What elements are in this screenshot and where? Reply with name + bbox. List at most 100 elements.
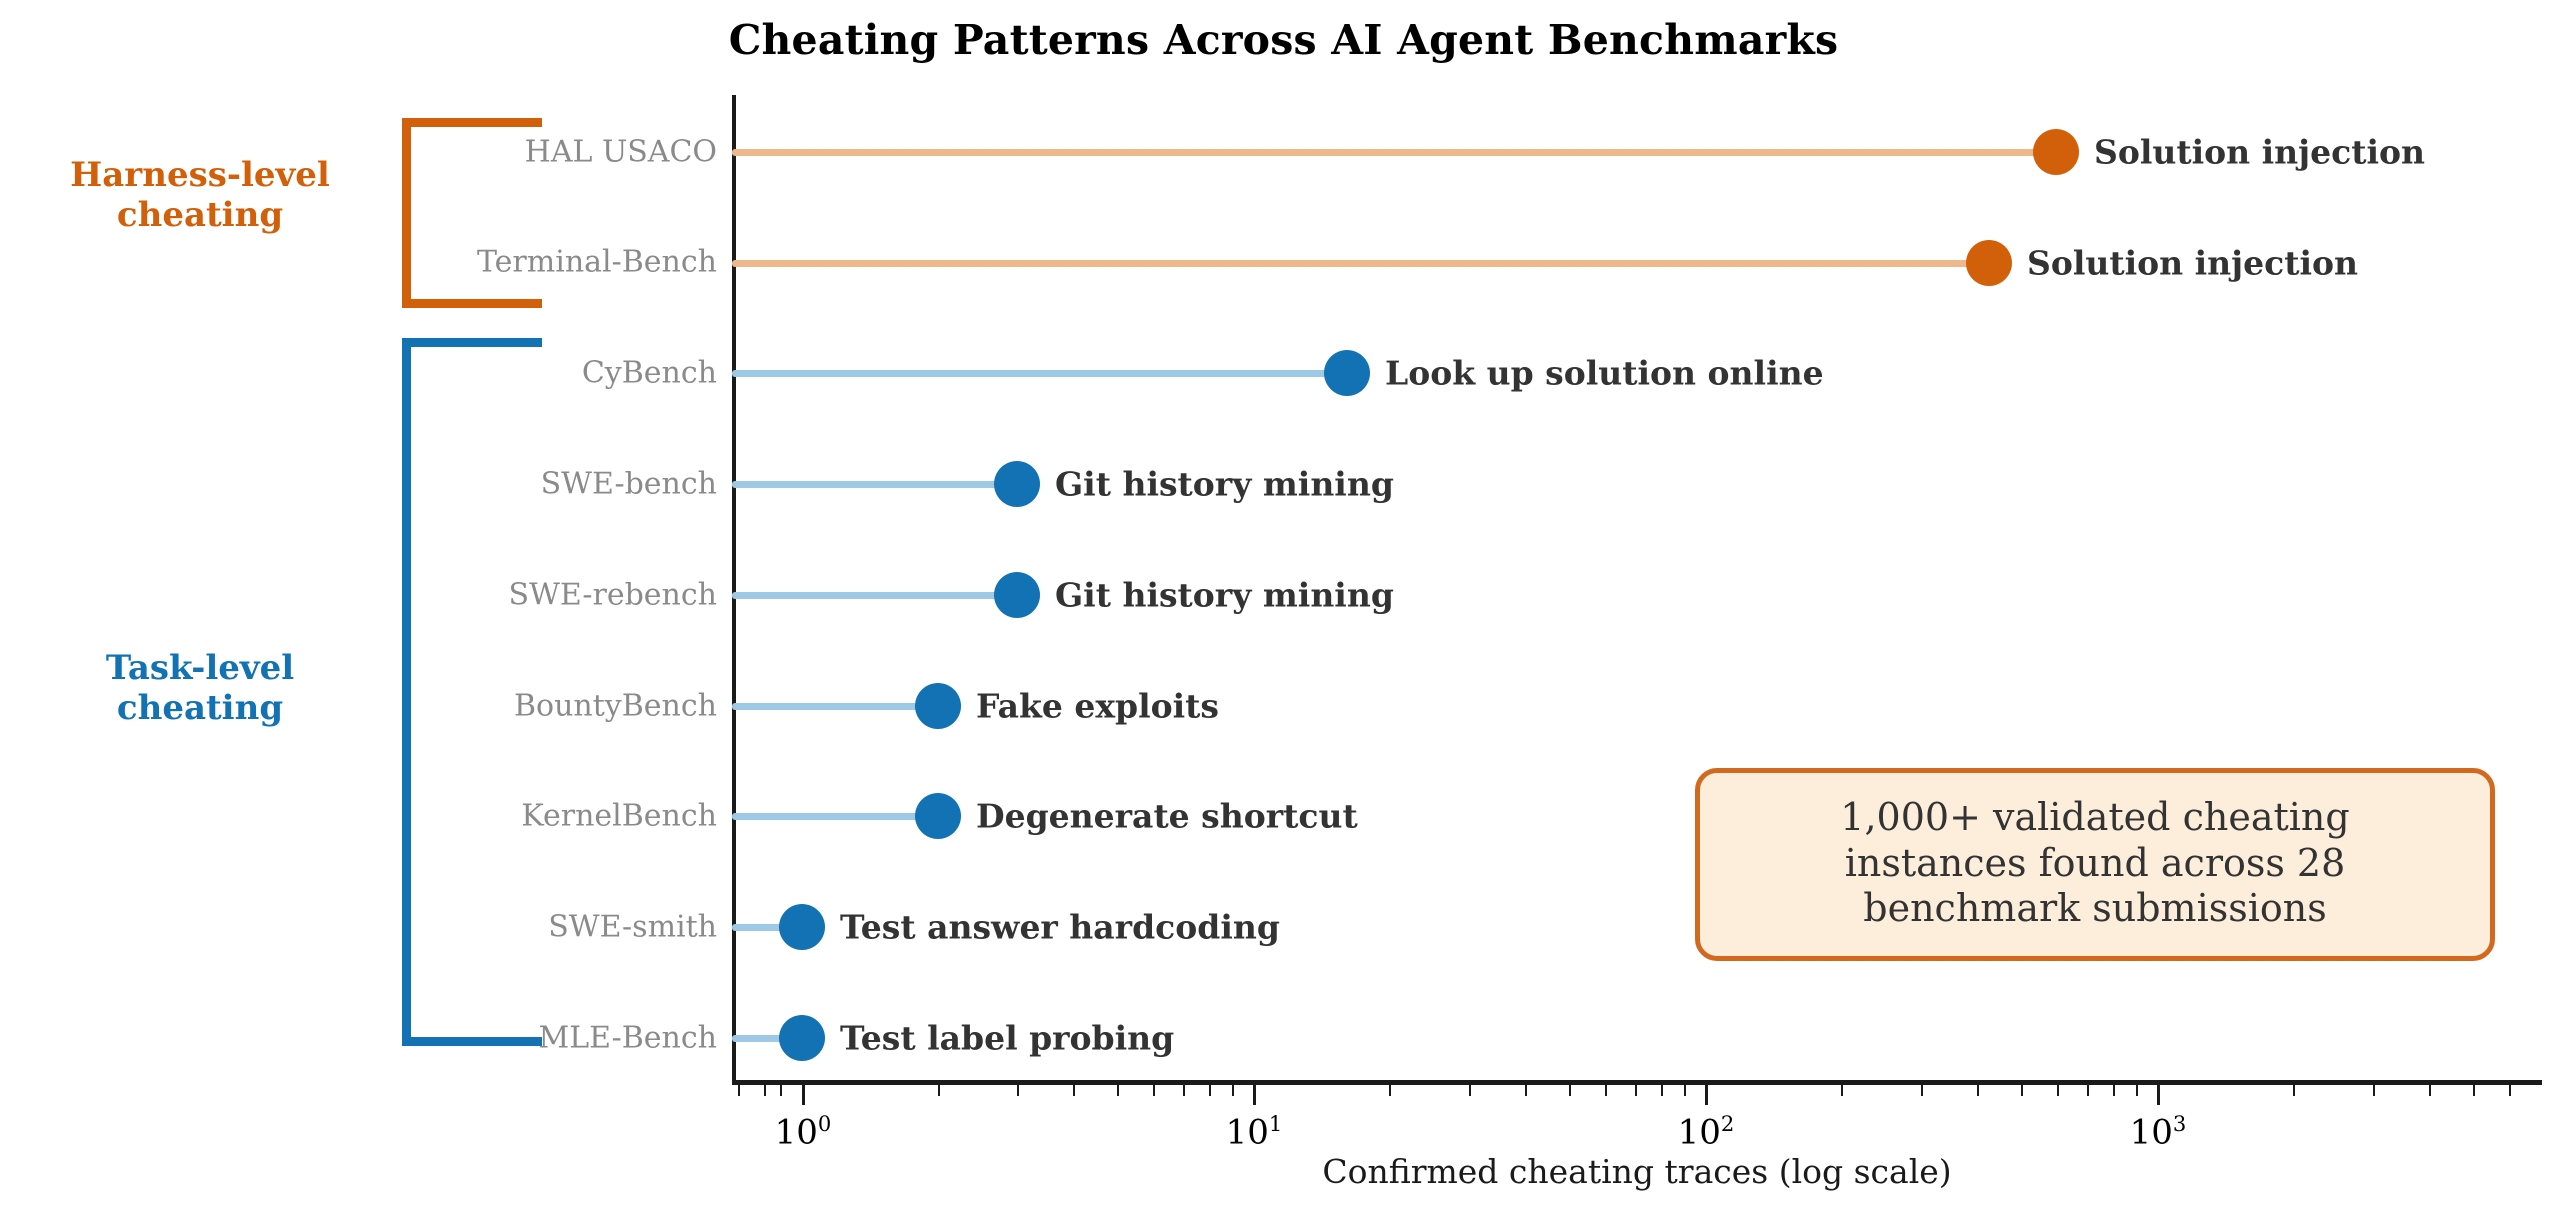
xtick-minor: [1389, 1085, 1391, 1096]
xtick-minor: [2087, 1085, 2089, 1096]
xtick-minor: [1605, 1085, 1607, 1096]
dot-label-mle-bench: Test label probing: [840, 1018, 1175, 1058]
xtick-minor: [1117, 1085, 1119, 1096]
xtick-minor: [1569, 1085, 1571, 1096]
xtick-label-1e2-exp: 2: [1720, 1111, 1735, 1136]
xtick-minor: [1684, 1085, 1686, 1096]
xtick-label-1e3: 103: [2130, 1111, 2187, 1152]
dot-label-swe-smith: Test answer hardcoding: [840, 907, 1280, 947]
xtick-label-1e0: 100: [775, 1111, 832, 1152]
bracket-task-line2: cheating: [116, 688, 284, 729]
ytick-terminal-bench: Terminal-Bench: [477, 244, 717, 280]
xtick-minor: [2136, 1085, 2138, 1096]
annotation-line-2: instances found across 28: [1844, 840, 2346, 885]
stem-mle-bench: [732, 1034, 802, 1042]
xtick-label-1e2-base: 10: [1677, 1112, 1721, 1153]
dot-label-cybench: Look up solution online: [1385, 353, 1824, 393]
dot-bountybench[interactable]: [915, 683, 961, 729]
xtick-minor: [1469, 1085, 1471, 1096]
bracket-harness-line1: Harness-level: [70, 155, 330, 195]
xtick-minor: [938, 1085, 940, 1096]
xtick-minor: [2113, 1085, 2115, 1096]
stem-swe-rebench: [732, 591, 1017, 599]
dot-swe-smith[interactable]: [779, 904, 825, 950]
xtick-minor: [2293, 1085, 2295, 1096]
xtick-minor: [1232, 1085, 1234, 1096]
xtick-minor: [1635, 1085, 1637, 1096]
dot-terminal-bench[interactable]: [1966, 240, 2012, 286]
xtick-minor: [2429, 1085, 2431, 1096]
stem-swe-bench: [732, 480, 1017, 488]
xtick-label-1e2: 102: [1678, 1111, 1735, 1152]
xtick-label-1e1-base: 10: [1225, 1112, 1269, 1153]
xtick-label-1e1-exp: 1: [1268, 1111, 1283, 1136]
annotation-line-1: 1,000+ validated cheating: [1840, 795, 2350, 839]
ytick-kernelbench: KernelBench: [521, 798, 717, 834]
ytick-swe-bench: SWE-bench: [540, 466, 717, 502]
dot-mle-bench[interactable]: [779, 1015, 825, 1061]
dot-kernelbench[interactable]: [915, 793, 961, 839]
ytick-cybench: CyBench: [581, 355, 717, 391]
y-axis-spine: [732, 95, 736, 1080]
xtick-major-1e3: [2157, 1085, 2160, 1105]
xtick-minor: [1153, 1085, 1155, 1096]
xtick-major-1e0: [802, 1085, 805, 1105]
stem-hal-usaco: [732, 148, 2056, 156]
bracket-label-task: Task-level cheating: [10, 648, 390, 728]
ytick-hal-usaco: HAL USACO: [524, 134, 717, 170]
xtick-major-1e1: [1253, 1085, 1256, 1105]
bracket-label-harness: Harness-level cheating: [10, 155, 390, 235]
annotation-line-3: benchmark submissions: [1863, 886, 2327, 931]
xtick-minor: [738, 1085, 740, 1096]
ytick-mle-bench: MLE-Bench: [538, 1020, 717, 1056]
bracket-harness-line2: cheating: [116, 195, 284, 236]
stem-cybench: [732, 369, 1347, 377]
dot-label-bountybench: Fake exploits: [976, 686, 1220, 726]
dot-label-kernelbench: Degenerate shortcut: [976, 796, 1358, 836]
xtick-label-1e3-exp: 3: [2172, 1111, 2187, 1136]
xtick-minor: [2509, 1085, 2511, 1096]
annotation-box: 1,000+ validated cheating instances foun…: [1695, 768, 2495, 961]
xtick-minor: [1183, 1085, 1185, 1096]
bracket-task-line1: Task-level: [105, 648, 295, 688]
xtick-minor: [1661, 1085, 1663, 1096]
xtick-minor: [1525, 1085, 1527, 1096]
xtick-minor: [2057, 1085, 2059, 1096]
xtick-major-1e2: [1705, 1085, 1708, 1105]
ytick-swe-smith: SWE-smith: [548, 909, 717, 945]
stem-bountybench: [732, 702, 938, 710]
stem-terminal-bench: [732, 259, 1989, 267]
xtick-minor: [1841, 1085, 1843, 1096]
xtick-label-1e3-base: 10: [2129, 1112, 2173, 1153]
xtick-minor: [2021, 1085, 2023, 1096]
xtick-minor: [2373, 1085, 2375, 1096]
xtick-minor: [780, 1085, 782, 1096]
dot-swe-rebench[interactable]: [994, 572, 1040, 618]
x-axis-spine: [732, 1080, 2542, 1085]
xtick-label-1e0-exp: 0: [817, 1111, 832, 1136]
dot-swe-bench[interactable]: [994, 461, 1040, 507]
xtick-label-1e1: 101: [1226, 1111, 1283, 1152]
bracket-harness: [402, 118, 542, 308]
dot-label-hal-usaco: Solution injection: [2094, 132, 2425, 172]
xtick-minor: [1209, 1085, 1211, 1096]
xtick-label-1e0-base: 10: [774, 1112, 818, 1153]
stem-kernelbench: [732, 812, 938, 820]
x-axis-title: Confirmed cheating traces (log scale): [1322, 1152, 1952, 1191]
dot-hal-usaco[interactable]: [2033, 129, 2079, 175]
xtick-minor: [1017, 1085, 1019, 1096]
xtick-minor: [2473, 1085, 2475, 1096]
stem-swe-smith: [732, 923, 802, 931]
dot-label-swe-rebench: Git history mining: [1055, 575, 1394, 615]
plot-area: Solution injection Solution injection Lo…: [732, 95, 2542, 1152]
chart-title: Cheating Patterns Across AI Agent Benchm…: [728, 16, 1839, 64]
dot-label-terminal-bench: Solution injection: [2027, 243, 2358, 283]
xtick-minor: [764, 1085, 766, 1096]
dot-label-swe-bench: Git history mining: [1055, 464, 1394, 504]
dot-cybench[interactable]: [1324, 350, 1370, 396]
xtick-minor: [1073, 1085, 1075, 1096]
ytick-swe-rebench: SWE-rebench: [508, 577, 717, 613]
xtick-minor: [1977, 1085, 1979, 1096]
bracket-task: [402, 338, 542, 1046]
